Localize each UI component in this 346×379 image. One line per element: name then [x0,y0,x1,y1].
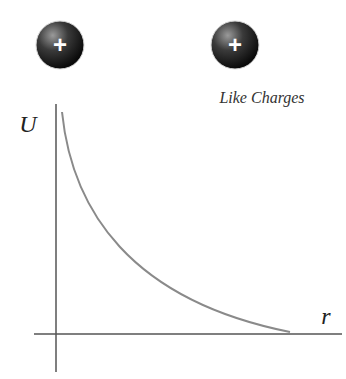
charge-sign: + [228,33,242,57]
y-axis [55,104,57,372]
charge-sign: + [53,33,67,57]
sphere [211,21,259,69]
positive-charge: + [34,19,86,71]
caption-label: Like Charges [219,90,304,106]
potential-curve [62,112,290,332]
sphere [36,21,84,69]
positive-charge: + [209,19,261,71]
axis-label: r [321,304,330,328]
x-axis [34,333,342,335]
axis-label: U [19,112,36,136]
